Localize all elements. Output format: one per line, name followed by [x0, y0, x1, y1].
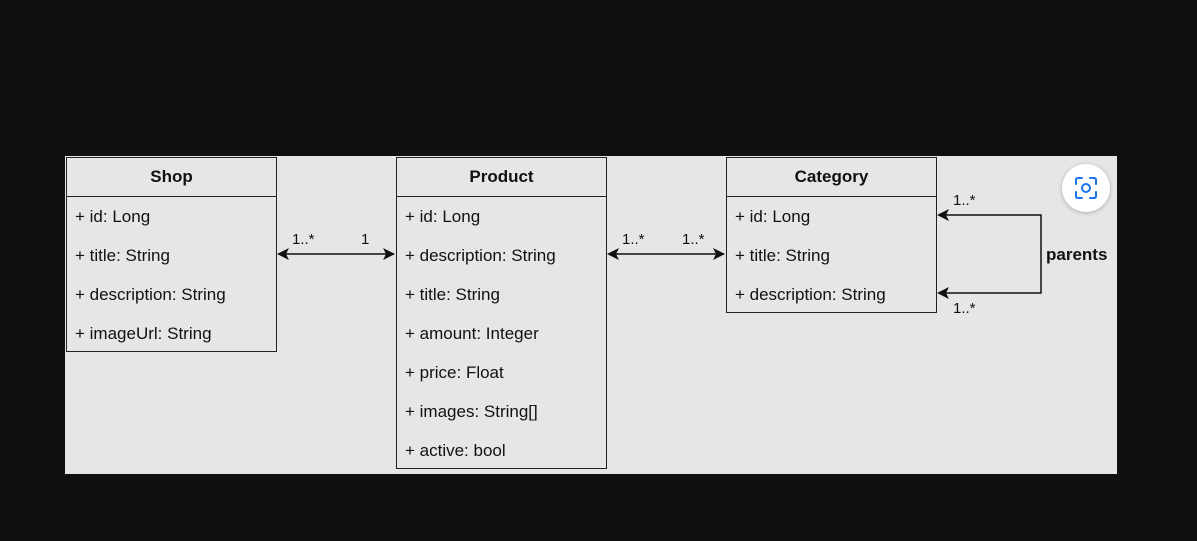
visual-search-icon: [1075, 177, 1097, 199]
relation-label-parents: parents: [1046, 245, 1108, 264]
association-lines: [277, 209, 1042, 299]
class-shop-attribute: + description: String: [75, 285, 226, 304]
class-shop-attribute: + imageUrl: String: [75, 324, 212, 343]
arrowhead-product-left: [383, 248, 395, 260]
class-product-title: Product: [397, 158, 606, 197]
class-shop: Shop + id: Long + title: String + descri…: [66, 157, 277, 352]
multiplicity-category-side: 1..*: [682, 231, 705, 248]
multiplicity-product-to-category: 1..*: [622, 231, 645, 248]
multiplicity-product-side: 1: [361, 231, 370, 248]
class-shop-title: Shop: [67, 158, 276, 197]
class-category-attribute: + description: String: [735, 285, 886, 304]
class-category-attribute: + id: Long: [735, 207, 811, 226]
class-category-attribute: + title: String: [735, 246, 830, 265]
multiplicity-parents-bottom: 1..*: [953, 300, 976, 317]
class-shop-attribute: + title: String: [75, 246, 170, 265]
class-product-attribute: + amount: Integer: [405, 324, 539, 343]
class-product-attribute: + description: String: [405, 246, 556, 265]
arrowhead-shop: [277, 248, 289, 260]
class-product-attribute: + images: String[]: [405, 402, 538, 421]
arrowhead-category-left: [713, 248, 725, 260]
association-category-self: [939, 214, 1042, 294]
class-product: Product + id: Long + description: String…: [396, 157, 607, 469]
arrowhead-product-right: [607, 248, 619, 260]
multiplicity-shop-side: 1..*: [292, 231, 315, 248]
visual-search-button[interactable]: [1062, 164, 1110, 212]
arrowhead-category-bottom: [937, 287, 949, 299]
arrowhead-category-top: [937, 209, 949, 221]
class-product-attribute: + active: bool: [405, 441, 506, 460]
class-product-attribute: + title: String: [405, 285, 500, 304]
class-category-title: Category: [727, 158, 936, 197]
class-product-attribute: + price: Float: [405, 363, 504, 382]
class-product-attribute: + id: Long: [405, 207, 481, 226]
multiplicity-parents-top: 1..*: [953, 192, 976, 209]
class-shop-attribute: + id: Long: [75, 207, 151, 226]
diagram-canvas: Shop + id: Long + title: String + descri…: [65, 156, 1117, 474]
class-category: Category + id: Long + title: String + de…: [726, 157, 937, 313]
